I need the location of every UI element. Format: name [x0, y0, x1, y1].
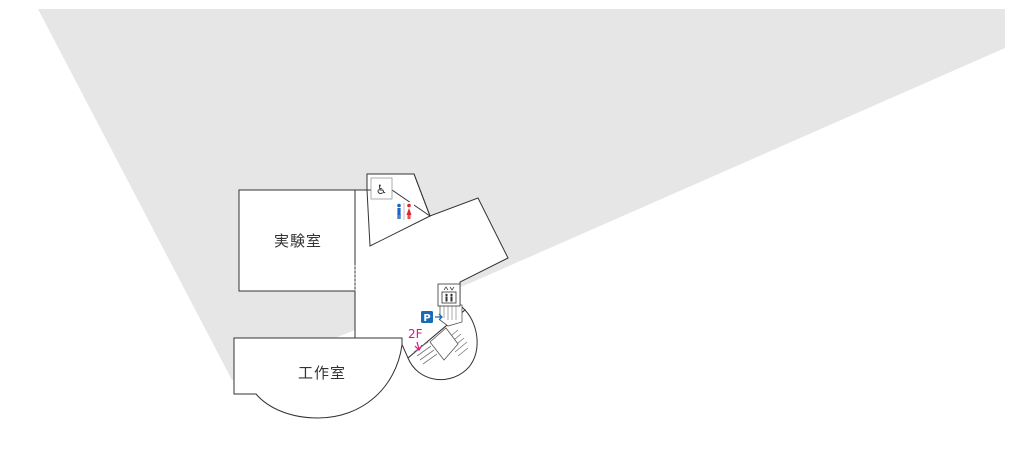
floor-label-2f: 2F: [408, 327, 423, 341]
view-shade: [38, 9, 1005, 380]
elevator-icon: [437, 283, 461, 307]
svg-text:P: P: [423, 313, 430, 324]
arrow-right-icon: [435, 313, 443, 321]
floor-indicator: 2F: [408, 327, 423, 351]
staircase[interactable]: [407, 304, 478, 380]
room-lab-label: 実験室: [274, 232, 322, 250]
wheelchair-icon: ♿: [370, 177, 393, 200]
down-arrow-icon: [414, 341, 423, 351]
restroom-icon: [394, 202, 414, 222]
svg-text:♿: ♿: [376, 183, 388, 198]
room-workshop-label: 工作室: [298, 364, 346, 382]
room-lab[interactable]: 実験室: [238, 189, 356, 292]
room-workshop[interactable]: 工作室: [233, 337, 403, 419]
parking-icon: P: [421, 311, 443, 324]
